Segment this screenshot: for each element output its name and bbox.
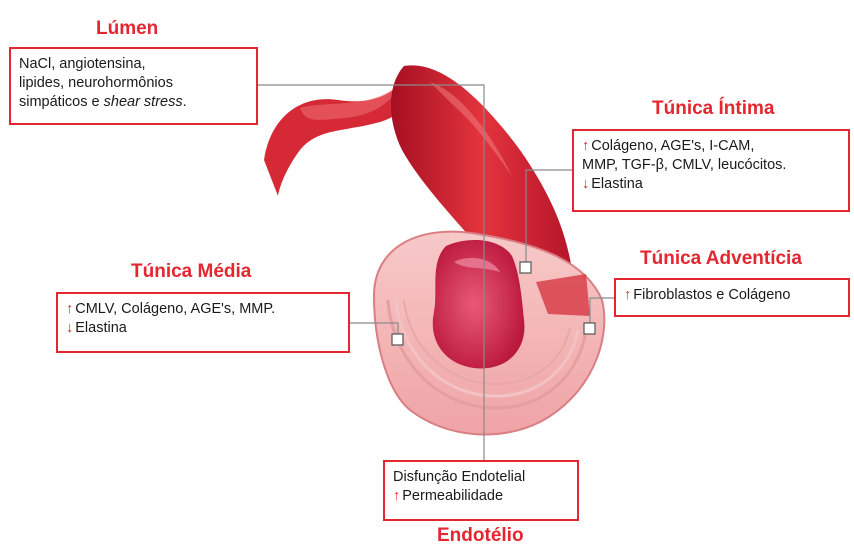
media-heading: Túnica Média	[131, 261, 251, 283]
intima-heading: Túnica Íntima	[652, 98, 774, 120]
media-line1: ↑CMLV, Colágeno, AGE's, MMP.	[66, 300, 340, 319]
up-arrow-icon: ↑	[582, 138, 589, 154]
intima-line2: MMP, TGF-β, CMLV, leucócitos.	[582, 156, 840, 175]
lumen-line1: NaCl, angiotensina,	[19, 55, 248, 74]
media-line1-text: CMLV, Colágeno, AGE's, MMP.	[75, 301, 275, 317]
adventicia-marker	[584, 323, 595, 334]
up-arrow-icon: ↑	[393, 488, 400, 504]
intima-line3-text: Elastina	[591, 176, 643, 192]
endotelio-line2-text: Permeabilidade	[402, 488, 503, 504]
down-arrow-icon: ↓	[66, 320, 73, 336]
up-arrow-icon: ↑	[66, 301, 73, 317]
intima-line1: ↑Colágeno, AGE's, I-CAM,	[582, 137, 840, 156]
adventicia-line1-text: Fibroblastos e Colágeno	[633, 287, 790, 303]
adventicia-line1: ↑Fibroblastos e Colágeno	[624, 286, 840, 305]
lumen-line3-suffix: .	[183, 94, 187, 110]
media-line2: ↓Elastina	[66, 319, 340, 338]
lumen-line2: lipides, neurohormônios	[19, 74, 248, 93]
media-marker	[392, 334, 403, 345]
lumen-line3-italic: shear stress	[104, 94, 183, 110]
endotelio-line1: Disfunção Endotelial	[393, 468, 569, 487]
endotelio-line2: ↑Permeabilidade	[393, 487, 569, 506]
intima-line1-text: Colágeno, AGE's, I-CAM,	[591, 138, 754, 154]
lumen-line3-prefix: simpáticos e	[19, 94, 104, 110]
lumen-line3: simpáticos e shear stress.	[19, 93, 248, 112]
media-box: ↑CMLV, Colágeno, AGE's, MMP. ↓Elastina	[56, 292, 350, 353]
intima-line3: ↓Elastina	[582, 175, 840, 194]
endotelio-box: Disfunção Endotelial ↑Permeabilidade	[383, 460, 579, 521]
down-arrow-icon: ↓	[582, 176, 589, 192]
up-arrow-icon: ↑	[624, 287, 631, 303]
lumen-heading: Lúmen	[96, 18, 158, 40]
lumen-box: NaCl, angiotensina, lipides, neurohormôn…	[9, 47, 258, 125]
endotelio-heading: Endotélio	[437, 525, 524, 547]
media-line2-text: Elastina	[75, 320, 127, 336]
adventicia-heading: Túnica Adventícia	[640, 248, 802, 270]
intima-marker	[520, 262, 531, 273]
vessel-tail	[264, 70, 413, 196]
intima-box: ↑Colágeno, AGE's, I-CAM, MMP, TGF-β, CML…	[572, 129, 850, 212]
adventicia-box: ↑Fibroblastos e Colágeno	[614, 278, 850, 317]
